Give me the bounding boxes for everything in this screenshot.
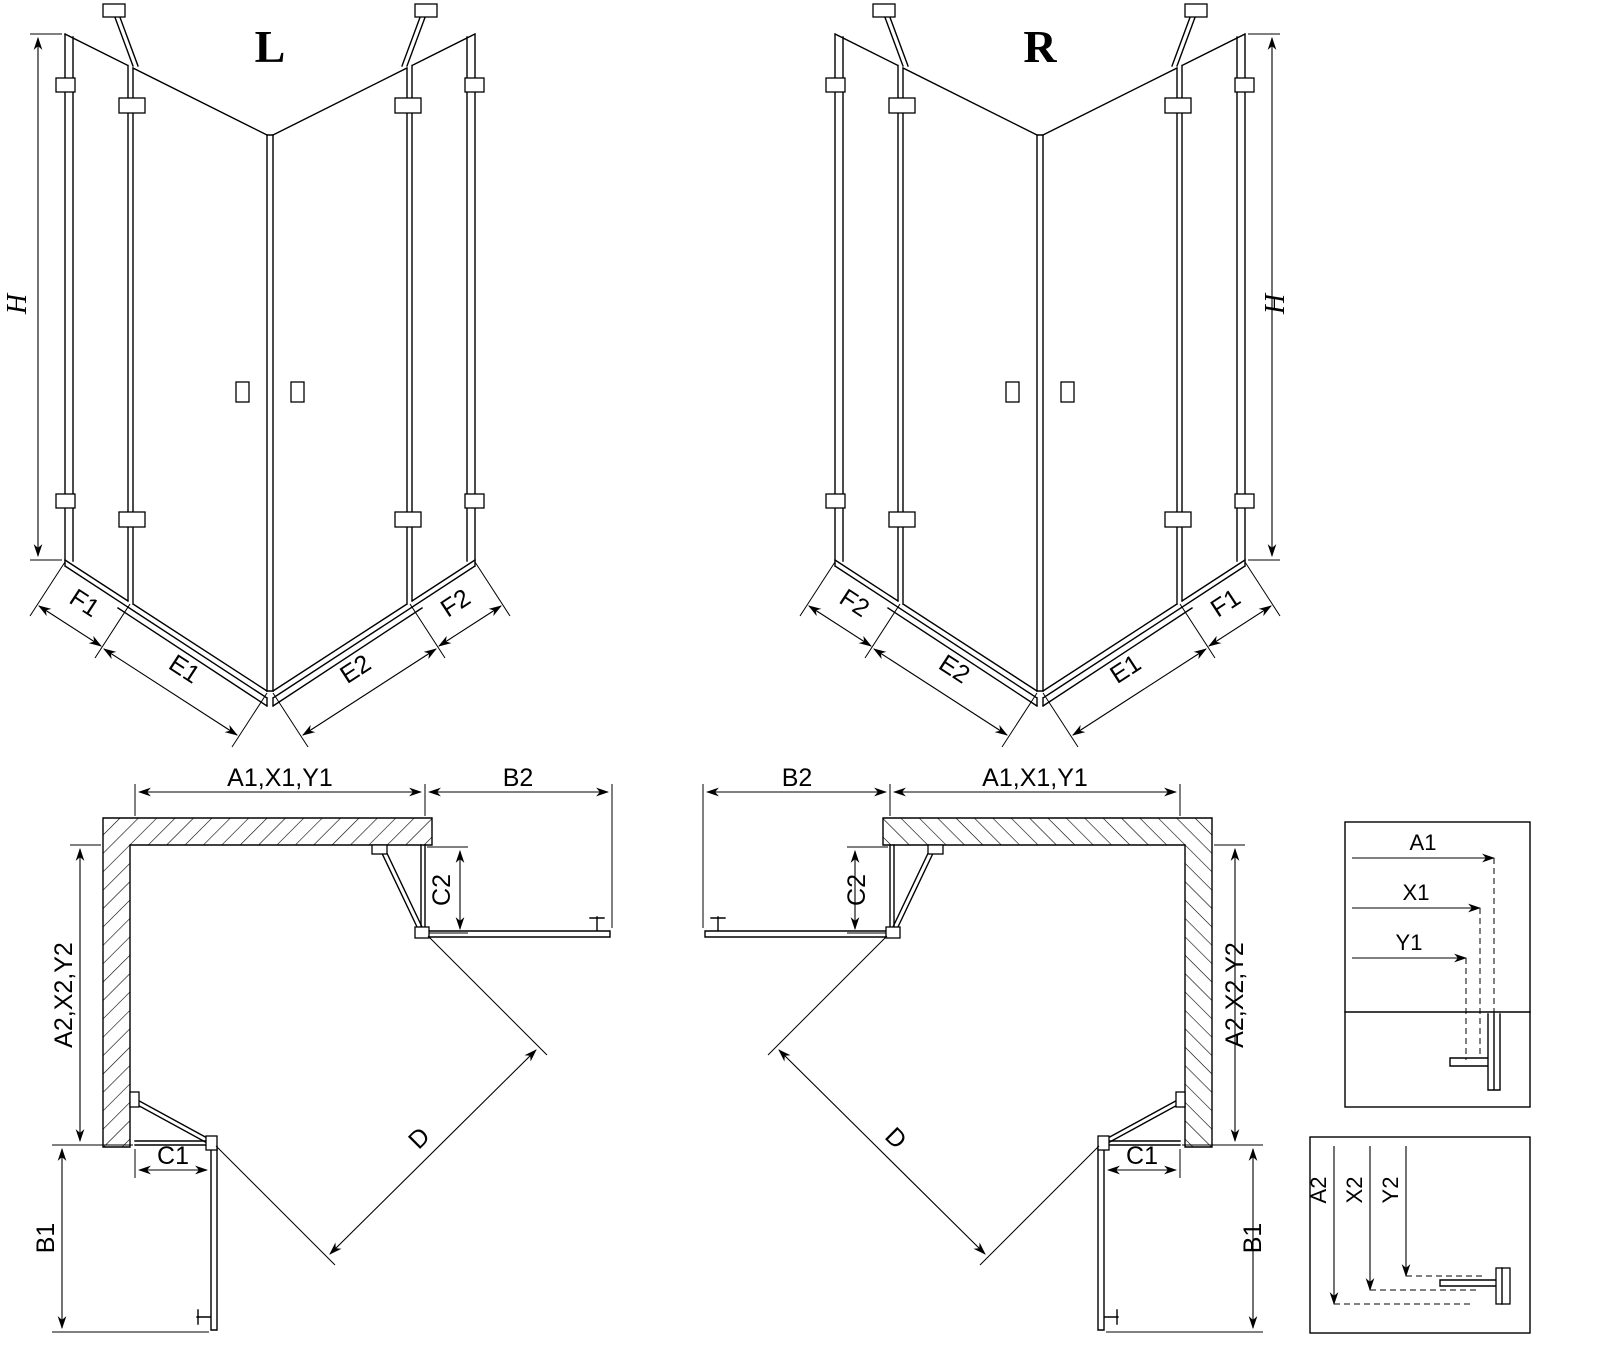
detail-label-a1: A1 <box>1410 830 1437 855</box>
dim-label-e1-left: E1 <box>164 649 205 689</box>
dim-label-a1x1y1-right: A1,X1,Y1 <box>982 764 1088 792</box>
dim-label-c1-left: C1 <box>157 1142 189 1170</box>
enclosure-line-art-left <box>30 4 510 747</box>
plan-line-art-right <box>703 784 1263 1332</box>
plan-view-left: A1,X1,Y1 B2 A2,X2,Y2 C2 C1 B1 D <box>32 764 612 1332</box>
dim-label-height-right: H <box>1260 292 1291 315</box>
dim-label-e1-right: E1 <box>1105 649 1146 689</box>
dim-label-height-left: H <box>2 292 33 315</box>
dim-label-f1-right: F1 <box>1206 584 1246 623</box>
detail-label-y2: Y2 <box>1378 1177 1403 1204</box>
variant-label-left: L <box>255 21 286 72</box>
dim-label-d-right: D <box>879 1122 912 1155</box>
enclosure-line-art-right <box>800 4 1280 747</box>
dim-label-f1-left: F1 <box>64 584 104 623</box>
dim-label-c1-right: C1 <box>1126 1142 1158 1170</box>
detail-label-x1: X1 <box>1403 880 1430 905</box>
plan-view-right: B2 A1,X1,Y1 A2,X2,Y2 C2 C1 B1 D <box>703 764 1267 1332</box>
detail-width-reference: A1 X1 Y1 <box>1344 821 1531 1108</box>
plan-line-art-left <box>52 784 612 1332</box>
detail-label-a2: A2 <box>1306 1177 1331 1204</box>
dim-label-c2-right: C2 <box>843 874 871 906</box>
dim-label-b1-right: B1 <box>1239 1223 1267 1254</box>
front-view-left: L H F1 E1 E2 F2 <box>2 4 510 747</box>
dim-label-d-left: D <box>403 1122 436 1155</box>
dim-label-f2-left: F2 <box>436 584 476 623</box>
dim-label-b2-right: B2 <box>782 764 813 792</box>
variant-label-right: R <box>1023 21 1057 72</box>
dim-label-e2-right: E2 <box>934 649 975 689</box>
detail-depth-reference: A2 X2 Y2 <box>1306 1136 1531 1334</box>
dim-label-c2-left: C2 <box>428 874 456 906</box>
dim-label-a1x1y1-left: A1,X1,Y1 <box>227 764 333 792</box>
dim-label-e2-left: E2 <box>335 649 376 689</box>
dim-label-b1-left: B1 <box>32 1223 60 1254</box>
dim-label-f2-right: F2 <box>834 584 874 623</box>
dim-label-a2x2y2-right: A2,X2,Y2 <box>1221 942 1249 1048</box>
dim-label-a2x2y2-left: A2,X2,Y2 <box>50 942 78 1048</box>
detail-label-y1: Y1 <box>1396 930 1423 955</box>
detail-label-x2: X2 <box>1342 1177 1367 1204</box>
dim-label-b2-left: B2 <box>503 764 534 792</box>
front-view-right: R H F2 E2 E1 F1 <box>800 4 1291 747</box>
